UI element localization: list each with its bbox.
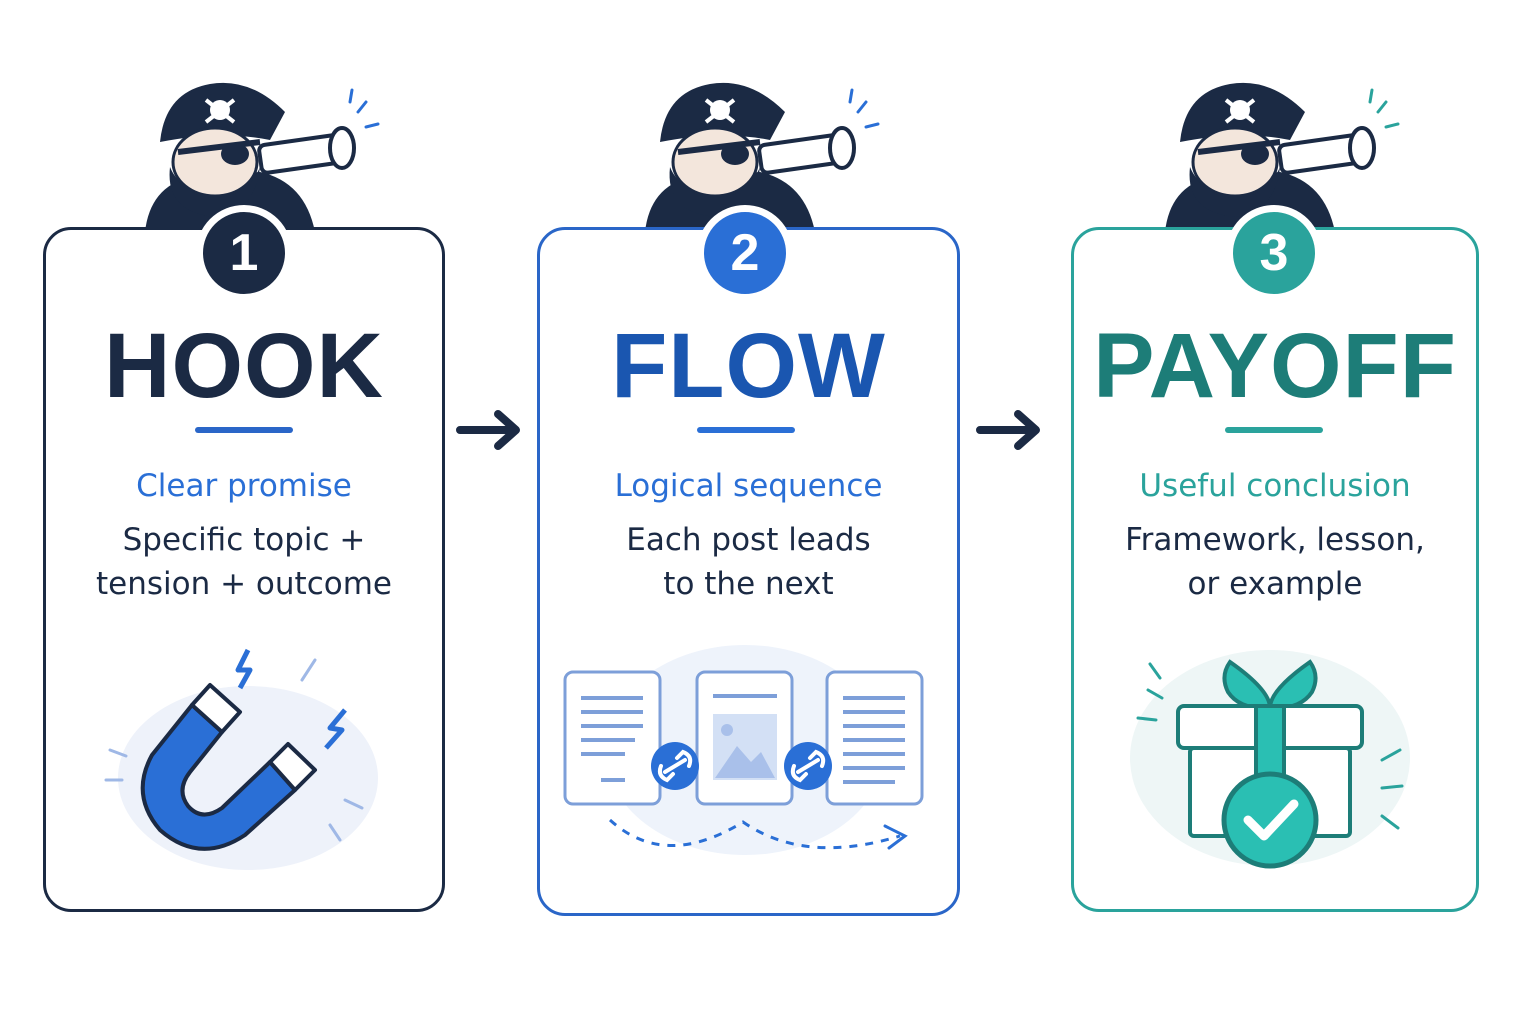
step-number-badge: 3 bbox=[1226, 205, 1322, 301]
step-subtitle: Useful conclusion bbox=[1139, 468, 1411, 504]
step-number-badge: 2 bbox=[697, 205, 793, 301]
magnet-icon bbox=[104, 648, 378, 870]
description-line: to the next bbox=[663, 566, 834, 602]
title-underline bbox=[697, 427, 795, 433]
description-line: Framework, lesson, bbox=[1125, 522, 1425, 558]
title-underline bbox=[195, 427, 293, 433]
step-description: Specific topic + tension + outcome bbox=[43, 518, 445, 606]
step-description: Framework, lesson, or example bbox=[1071, 518, 1479, 606]
arrow-right-icon bbox=[976, 410, 1040, 450]
description-line: Specific topic + bbox=[122, 522, 366, 558]
arrow-right-icon bbox=[456, 410, 520, 450]
description-line: Each post leads bbox=[626, 522, 871, 558]
step-title: PAYOFF bbox=[1093, 315, 1457, 417]
step-title: HOOK bbox=[104, 315, 384, 417]
linked-posts-icon bbox=[563, 645, 924, 855]
step-subtitle: Logical sequence bbox=[614, 468, 883, 504]
description-line: or example bbox=[1187, 566, 1363, 602]
step-subtitle: Clear promise bbox=[136, 468, 352, 504]
step-description: Each post leads to the next bbox=[537, 518, 960, 606]
title-underline bbox=[1225, 427, 1323, 433]
gift-check-icon bbox=[1130, 650, 1410, 869]
step-title: FLOW bbox=[611, 315, 886, 417]
step-number-badge: 1 bbox=[196, 205, 292, 301]
description-line: tension + outcome bbox=[96, 566, 392, 602]
